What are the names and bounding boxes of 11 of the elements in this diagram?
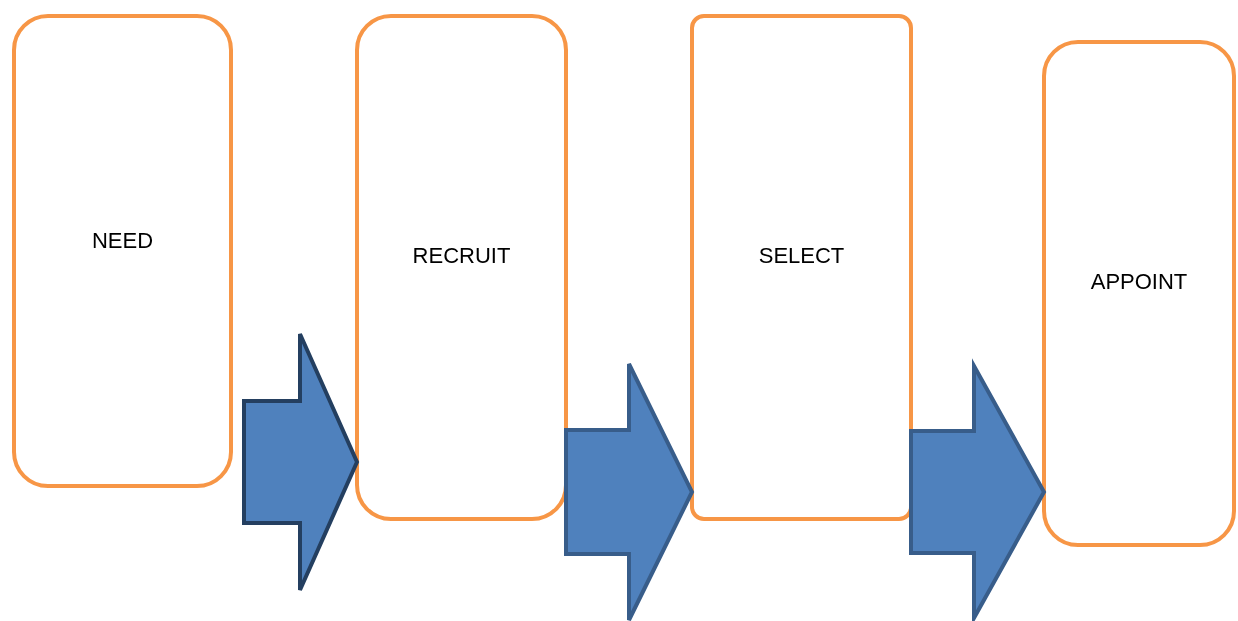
block-arrow <box>909 358 1047 621</box>
process-box <box>690 14 913 521</box>
step-label: RECRUIT <box>411 243 512 269</box>
process-box <box>12 14 233 488</box>
process-box <box>355 14 568 521</box>
step-label: APPOINT <box>1089 269 1189 295</box>
step-label: NEED <box>90 228 155 254</box>
step-label: SELECT <box>757 243 846 269</box>
block-arrow <box>564 362 695 621</box>
process-box <box>1042 40 1236 547</box>
block-arrow <box>242 332 360 592</box>
